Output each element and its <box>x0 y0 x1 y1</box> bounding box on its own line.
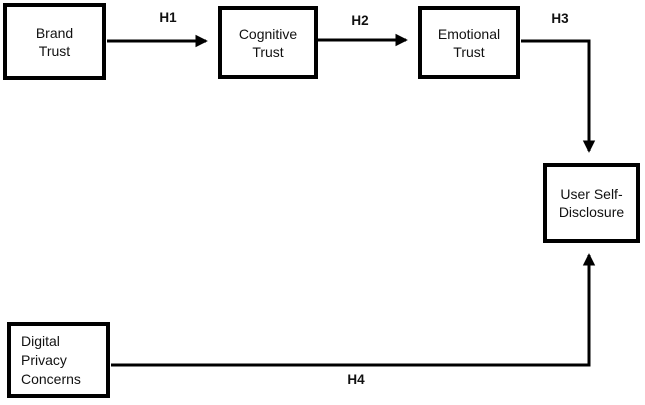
edge-h4-arrow <box>111 253 596 367</box>
node-digital-privacy-concerns-label: Digital Privacy Concerns <box>21 332 81 387</box>
edge-h1-label: H1 <box>159 10 177 25</box>
edge-h3-arrow <box>521 39 596 153</box>
edge-h2-label: H2 <box>351 13 369 28</box>
node-emotional-trust: Emotional Trust <box>418 6 520 79</box>
node-emotional-trust-label: Emotional Trust <box>437 25 501 60</box>
node-cognitive-trust: Cognitive Trust <box>218 6 318 79</box>
node-user-self-disclosure-label: User Self- Disclosure <box>558 186 625 220</box>
node-user-self-disclosure: User Self- Disclosure <box>543 163 640 243</box>
edge-h4-label: H4 <box>347 372 365 387</box>
edge-h3-label: H3 <box>551 11 569 26</box>
node-cognitive-trust-label: Cognitive Trust <box>238 25 298 60</box>
node-digital-privacy-concerns: Digital Privacy Concerns <box>7 322 110 398</box>
node-brand-trust: Brand Trust <box>3 3 106 80</box>
node-brand-trust-label: Brand Trust <box>35 24 74 59</box>
